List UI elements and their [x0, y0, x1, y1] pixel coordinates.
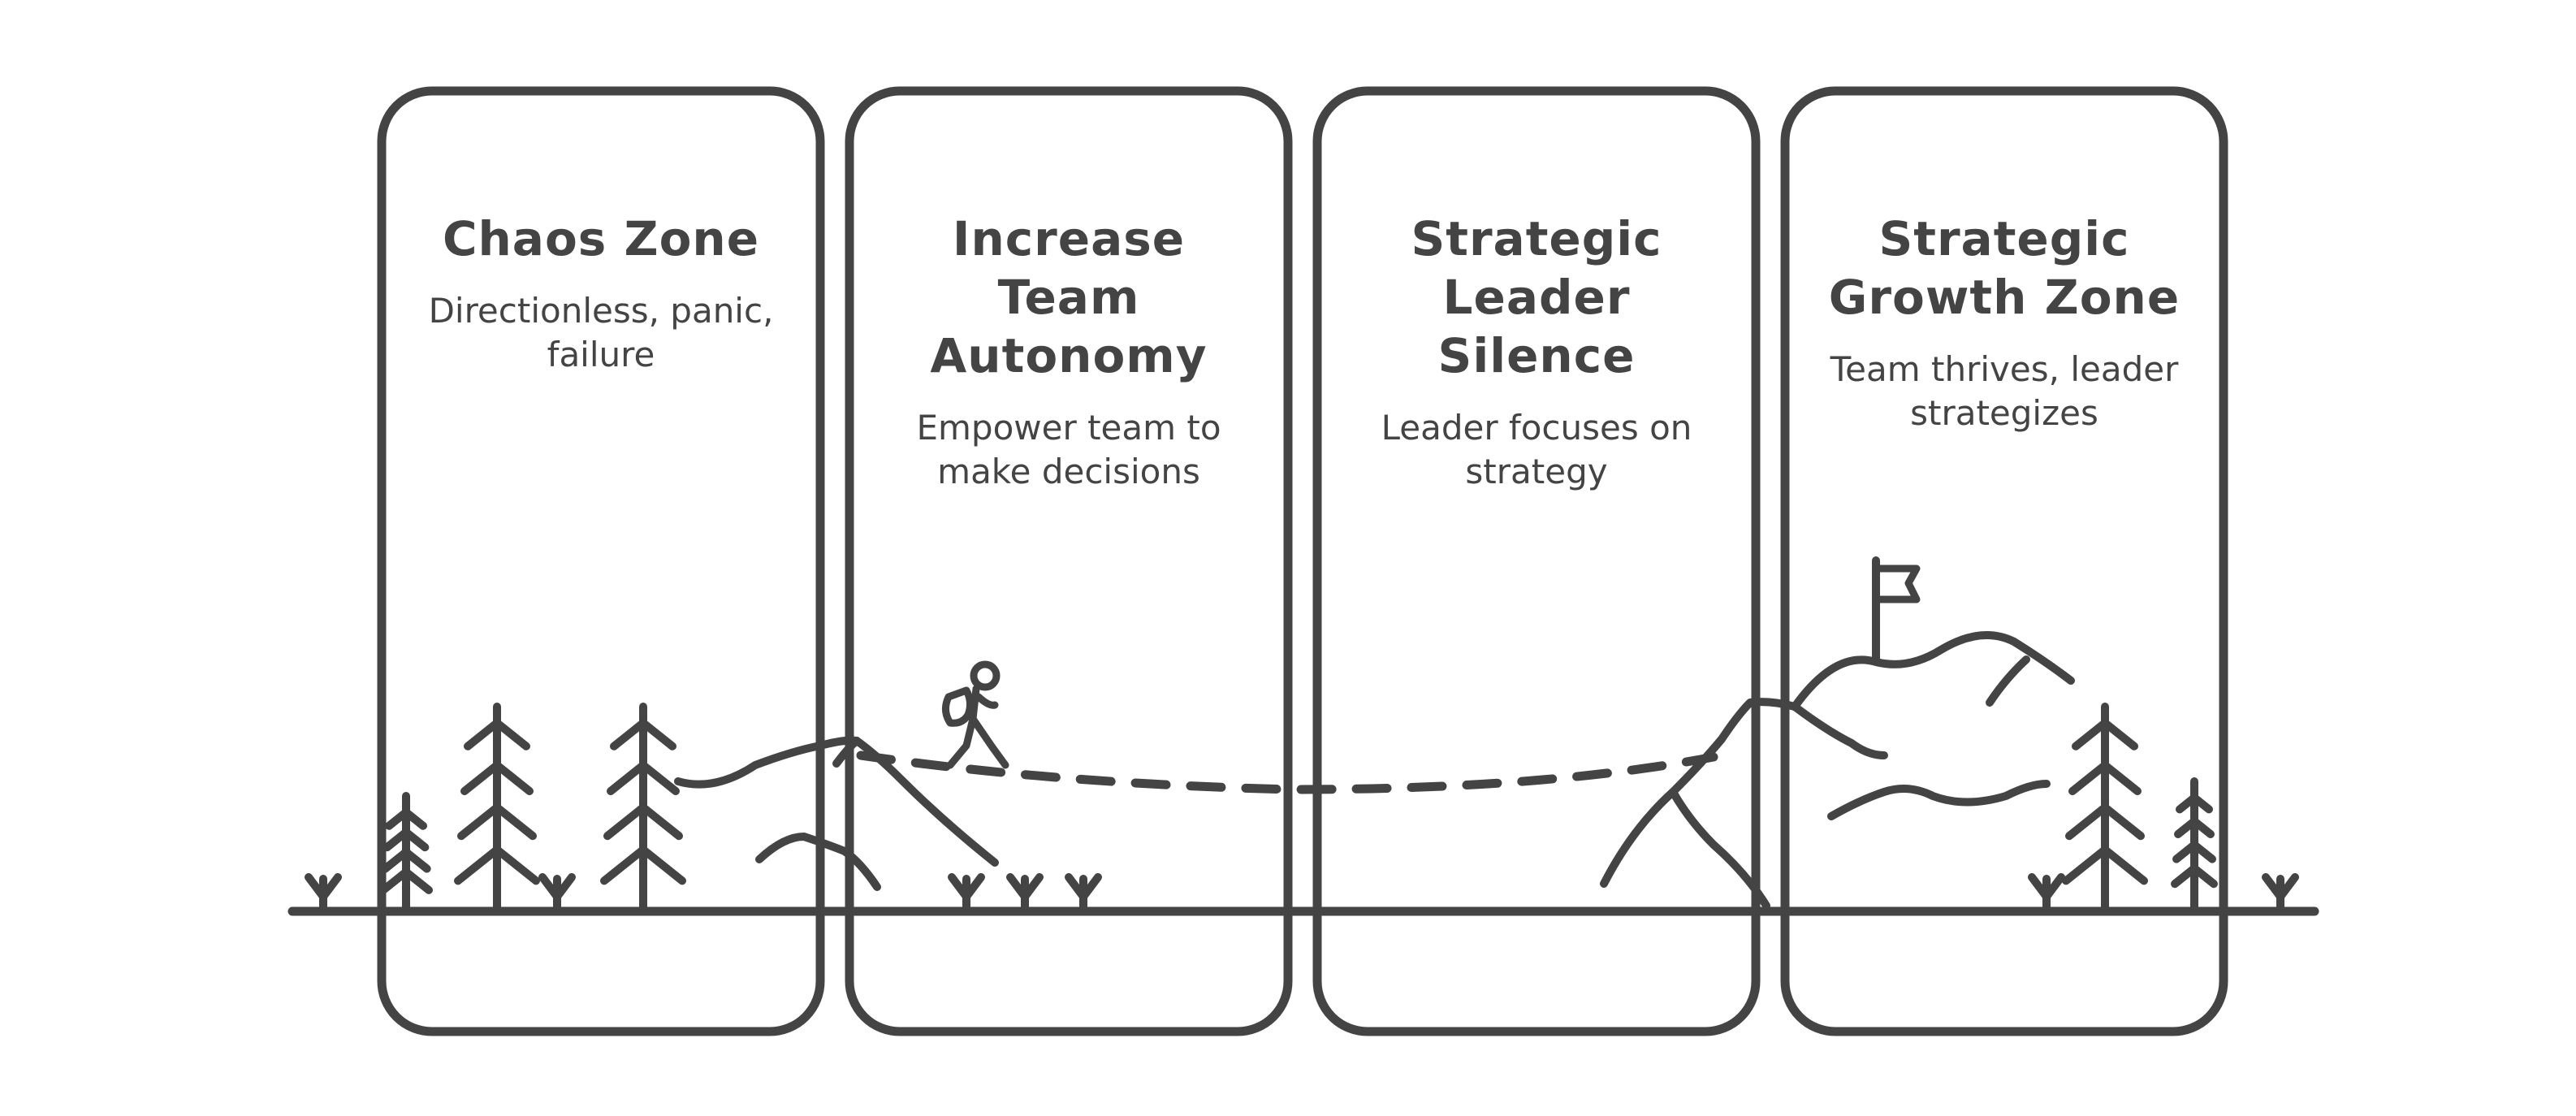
hill-icon: [674, 736, 999, 867]
tree-icon: [2062, 703, 2148, 912]
flag-icon: [1872, 556, 1921, 664]
mountain-icon: [1791, 703, 1888, 759]
grass-icon: [538, 873, 576, 911]
card-increase-team-autonomy: Increase Team Autonomy Empower team to m…: [866, 210, 1272, 494]
grass-icon: [1065, 873, 1102, 911]
grass-icon: [2262, 873, 2299, 911]
card-3-frame: [1312, 86, 1761, 1036]
card-description: Leader focuses on strategy: [1381, 408, 1692, 491]
mountain-icon: [1791, 631, 2075, 711]
mountain-icon: [1827, 780, 2051, 820]
tree-icon: [2171, 777, 2218, 912]
card-title: Strategic Growth Zone: [1828, 211, 2181, 325]
hill-icon: [755, 833, 881, 891]
card-strategic-growth-zone: Strategic Growth Zone Team thrives, lead…: [1801, 210, 2207, 435]
card-4-frame: [1780, 86, 2228, 1036]
tree-icon: [454, 703, 540, 912]
card-title: Increase Team Autonomy: [930, 211, 1208, 383]
hiker-icon: [942, 660, 1009, 769]
card-chaos-zone: Chaos Zone Directionless, panic, failure: [398, 210, 804, 377]
grass-icon: [948, 873, 985, 911]
card-2-frame: [845, 86, 1293, 1036]
mountain-icon: [1600, 698, 1799, 888]
card-1-frame: [377, 86, 825, 1036]
mountain-icon: [1986, 655, 2030, 707]
mountain-icon: [1669, 788, 1770, 910]
path-line: [856, 750, 1718, 794]
hill-icon: [832, 737, 861, 768]
card-strategic-leader-silence: Strategic Leader Silence Leader focuses …: [1333, 210, 1740, 494]
grass-icon: [2028, 873, 2065, 911]
card-description: Empower team to make decisions: [916, 408, 1221, 491]
tree-icon: [600, 703, 686, 912]
grass-icon: [1006, 873, 1044, 911]
card-description: Team thrives, leader strategizes: [1830, 349, 2179, 433]
grass-icon: [305, 873, 342, 911]
card-title: Chaos Zone: [442, 211, 760, 266]
card-description: Directionless, panic, failure: [428, 291, 774, 374]
card-title: Strategic Leader Silence: [1411, 211, 1662, 383]
tree-icon: [379, 792, 433, 912]
